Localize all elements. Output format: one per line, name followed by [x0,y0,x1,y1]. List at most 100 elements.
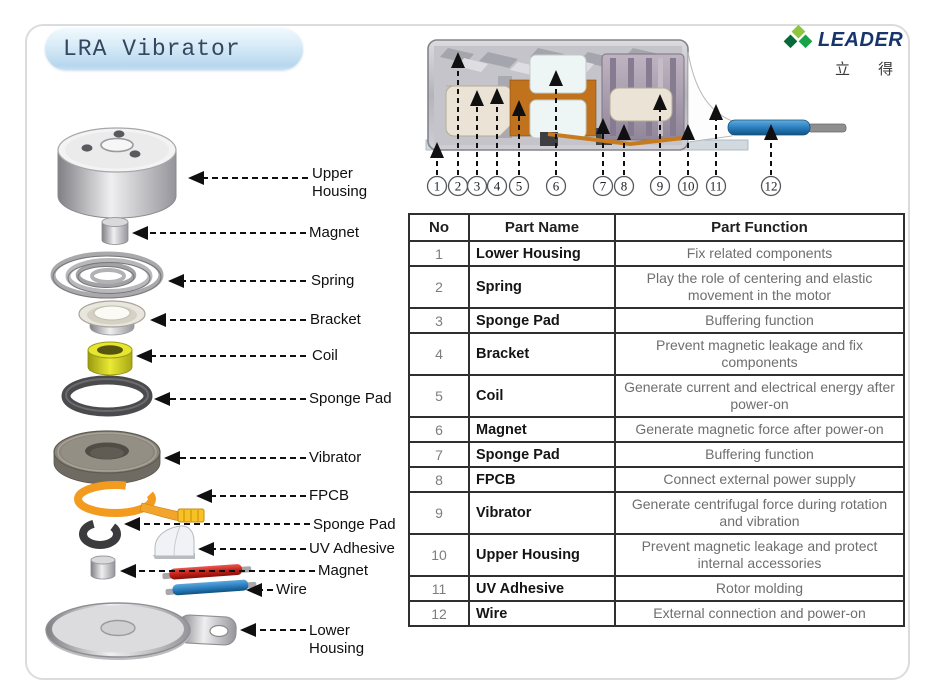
row-name: Lower Housing [468,240,616,267]
label-upper-housing: Upper Housing [312,165,368,200]
row-no: 2 [408,265,470,309]
row-no: 5 [408,374,470,418]
table-row: 12 Wire External connection and power-on [408,600,905,627]
row-function: Prevent magnetic leakage and fix compone… [614,332,905,376]
table-header-row: No Part Name Part Function [408,213,905,242]
callout-1: 1 [434,179,441,194]
label-vibrator: Vibrator [309,449,362,466]
table-row: 5 Coil Generate current and electrical e… [408,374,905,418]
table-row: 10 Upper Housing Prevent magnetic leakag… [408,533,905,577]
table-row: 9 Vibrator Generate centrifugal force du… [408,491,905,535]
callout-2: 2 [455,179,462,194]
brand-name: LEADER [818,28,904,51]
label-sponge-pad-2: Sponge Pad [313,516,396,533]
callout-12: 12 [765,179,778,194]
row-no: 6 [408,416,470,443]
sponge-pad-part [61,375,153,417]
page-title: LRA Vibrator [63,36,241,62]
row-no: 3 [408,307,470,334]
table-row: 2 Spring Play the role of centering and … [408,265,905,309]
label-uv-adhesive: UV Adhesive [309,540,395,557]
callout-6: 6 [553,179,560,194]
row-no: 9 [408,491,470,535]
label-arrows [120,171,315,637]
motor-body [425,39,847,151]
callout-9: 9 [657,179,664,194]
row-name: Sponge Pad [468,307,616,334]
row-function: Buffering function [614,307,905,334]
row-name: Sponge Pad [468,441,616,468]
sponge-pad-2-part [79,519,121,549]
cross-section-diagram: 1 2 3 4 5 6 7 8 9 10 11 12 [425,39,847,197]
spring-part [50,251,164,299]
bracket-part [78,300,146,336]
callout-numbers: 1 2 3 4 5 6 7 8 9 10 11 12 [426,175,782,197]
row-name: Upper Housing [468,533,616,577]
magnet-2-part [90,555,116,580]
table-row: 11 UV Adhesive Rotor molding [408,575,905,602]
row-no: 11 [408,575,470,602]
callout-11: 11 [710,179,723,194]
row-name: Magnet [468,416,616,443]
row-name: Bracket [468,332,616,376]
callout-7: 7 [600,179,607,194]
uv-adhesive-part [153,525,195,559]
label-wire: Wire [276,581,307,598]
row-no: 10 [408,533,470,577]
table-row: 6 Magnet Generate magnetic force after p… [408,416,905,443]
table-row: 8 FPCB Connect external power supply [408,466,905,493]
row-name: Coil [468,374,616,418]
row-no: 12 [408,600,470,627]
row-function: Generate magnetic force after power-on [614,416,905,443]
row-function: External connection and power-on [614,600,905,627]
brand-chinese: 立 得 [835,61,906,78]
table-row: 1 Lower Housing Fix related components [408,240,905,267]
row-name: Wire [468,600,616,627]
header-part-function: Part Function [614,213,905,242]
row-name: FPCB [468,466,616,493]
row-name: UV Adhesive [468,575,616,602]
company-logo: LEADER 立 得 [783,24,918,79]
row-no: 1 [408,240,470,267]
label-bracket: Bracket [310,311,361,328]
table-row: 4 Bracket Prevent magnetic leakage and f… [408,332,905,376]
row-function: Buffering function [614,441,905,468]
label-fpcb: FPCB [309,487,350,504]
row-function: Rotor molding [614,575,905,602]
row-name: Spring [468,265,616,309]
row-function: Generate current and electrical energy a… [614,374,905,418]
label-spring: Spring [311,272,355,289]
label-lower-housing: Lower Housing [309,622,365,657]
table-row: 7 Sponge Pad Buffering function [408,441,905,468]
magnet-part [101,217,129,245]
lower-housing-part [45,602,237,660]
row-function: Connect external power supply [614,466,905,493]
leader-diamonds-icon [783,24,813,49]
label-sponge-pad: Sponge Pad [309,390,392,407]
callout-arrows [430,52,778,175]
row-function: Fix related components [614,240,905,267]
callout-3: 3 [474,179,481,194]
label-coil: Coil [312,347,338,364]
title-banner: LRA Vibrator [45,28,303,70]
callout-8: 8 [621,179,628,194]
callout-4: 4 [494,179,501,194]
row-no: 7 [408,441,470,468]
table-row: 3 Sponge Pad Buffering function [408,307,905,334]
row-no: 8 [408,466,470,493]
wire-part [162,564,257,596]
parts-table: No Part Name Part Function 1 Lower Housi… [408,213,905,627]
callout-10: 10 [682,179,695,194]
upper-housing-part [57,127,177,219]
coil-part [87,341,133,376]
fpcb-part [74,481,205,523]
header-part-name: Part Name [468,213,616,242]
exploded-view-diagram [45,127,315,660]
label-magnet: Magnet [309,224,360,241]
row-function: Prevent magnetic leakage and protect int… [614,533,905,577]
row-name: Vibrator [468,491,616,535]
header-no: No [408,213,470,242]
row-function: Play the role of centering and elastic m… [614,265,905,309]
vibrator-part [53,430,161,485]
